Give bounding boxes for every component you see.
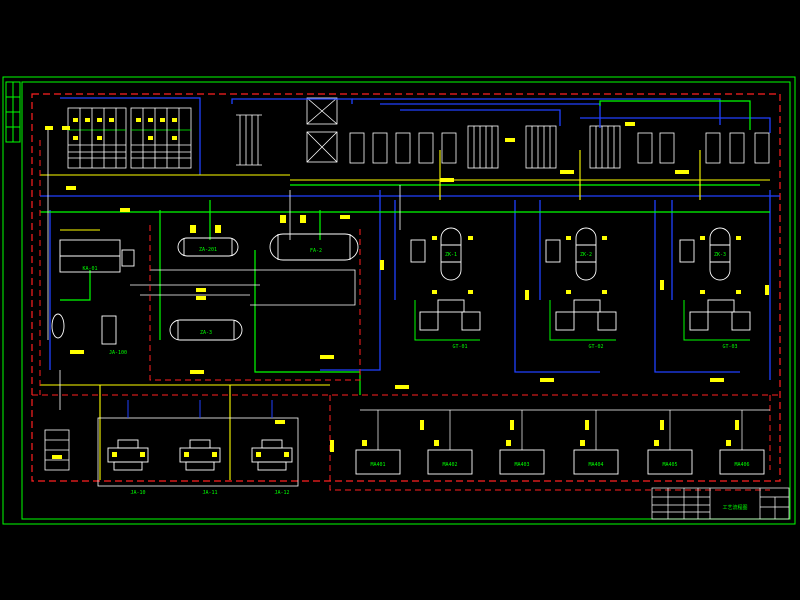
tank-upper bbox=[177, 237, 239, 257]
storage-left-tag: JA-100 bbox=[109, 350, 127, 356]
tank-mid bbox=[269, 233, 359, 261]
exchanger-bank-2 bbox=[130, 107, 192, 169]
storage-left bbox=[51, 313, 117, 345]
yellow-headers bbox=[40, 150, 770, 480]
column-1-tag: ZK-1 bbox=[445, 252, 457, 258]
pump-unit-2 bbox=[179, 439, 221, 471]
bottom-unit-3-tag: MA403 bbox=[514, 462, 529, 468]
title-block bbox=[651, 487, 790, 520]
exchanger-valves bbox=[73, 118, 177, 140]
tank-upper-tag: ZA-201 bbox=[199, 247, 217, 253]
drawing-title: 工艺流程图 bbox=[722, 504, 747, 511]
red-boundary bbox=[31, 93, 781, 482]
instrument-markers bbox=[45, 122, 769, 459]
column-train-3 bbox=[679, 227, 751, 331]
pump-area-frame bbox=[97, 417, 299, 487]
white-pipes bbox=[47, 130, 401, 410]
column-2-label: GT-02 bbox=[588, 344, 603, 350]
bottom-unit-4-tag: MA404 bbox=[588, 462, 603, 468]
top-tube-stacks bbox=[467, 125, 675, 169]
left-instrument-stack bbox=[44, 429, 70, 471]
blue-headers bbox=[40, 97, 780, 380]
top-vessel-row bbox=[349, 132, 770, 164]
column-train-accents bbox=[432, 236, 741, 294]
red-dashed-lines bbox=[32, 140, 780, 491]
pump-unit-3 bbox=[251, 439, 293, 471]
top-tube-bundle bbox=[236, 114, 262, 166]
green-headers bbox=[40, 100, 770, 395]
column-1-label: GT-01 bbox=[452, 344, 467, 350]
left-unit-tag: KA-01 bbox=[82, 266, 97, 272]
pump-unit-3-tag: JA-12 bbox=[274, 490, 289, 496]
column-3-label: GT-03 bbox=[722, 344, 737, 350]
bottom-unit-1-tag: MA401 bbox=[370, 462, 385, 468]
pump-unit-accents bbox=[112, 452, 289, 457]
tank-mid-tag: FA-2 bbox=[310, 248, 322, 254]
bottom-unit-feeds bbox=[360, 409, 770, 450]
inner-frame bbox=[21, 81, 791, 520]
pump-lines bbox=[127, 400, 273, 418]
tank-lower-tag: ZA-3 bbox=[200, 330, 212, 336]
exchanger-bank-1 bbox=[67, 107, 127, 169]
tank-lower bbox=[169, 319, 243, 341]
bottom-unit-row bbox=[355, 449, 765, 475]
pump-unit-1-tag: JA-10 bbox=[130, 490, 145, 496]
bottom-unit-5-tag: MA405 bbox=[662, 462, 677, 468]
column-3-tag: ZK-3 bbox=[714, 252, 726, 258]
bottom-unit-6-tag: MA406 bbox=[734, 462, 749, 468]
column-2-tag: ZK-2 bbox=[580, 252, 592, 258]
filter-boxes-top bbox=[306, 97, 338, 163]
left-margin-strip bbox=[5, 81, 21, 143]
column-train-2 bbox=[545, 227, 617, 331]
column-train-1 bbox=[410, 227, 481, 331]
bottom-unit-2-tag: MA402 bbox=[442, 462, 457, 468]
pump-unit-2-tag: JA-11 bbox=[202, 490, 217, 496]
outer-frame bbox=[2, 76, 796, 525]
column-train-green-pipes bbox=[414, 300, 750, 341]
left-unit bbox=[59, 239, 135, 273]
pump-unit-1 bbox=[107, 439, 149, 471]
bottom-unit-accents bbox=[362, 440, 731, 446]
